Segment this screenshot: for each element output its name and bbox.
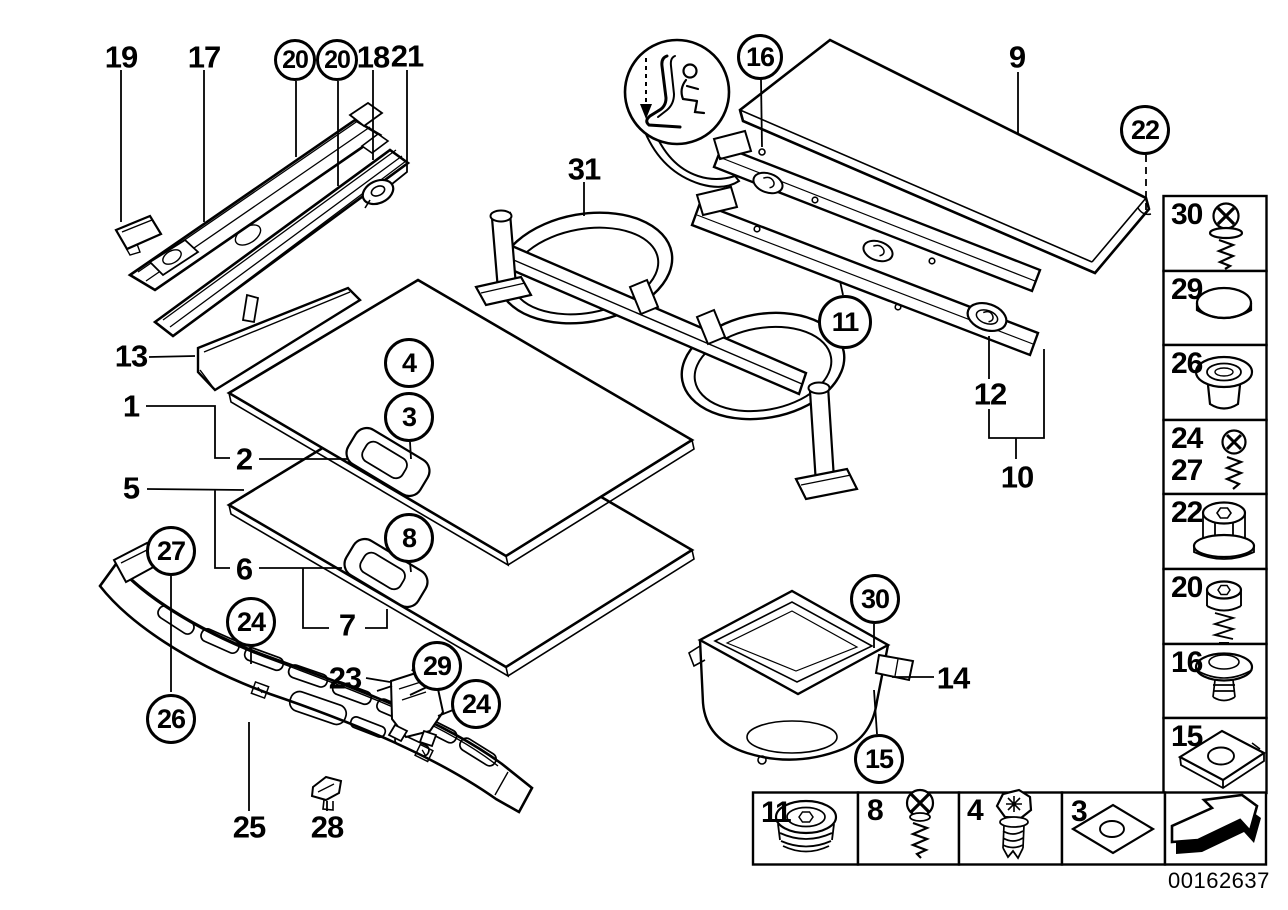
lashing-strap-assembly-31 (474, 209, 859, 501)
continuation-arrow-icon (1170, 793, 1261, 854)
sidebar-cell-24-27[interactable] (1162, 418, 1268, 496)
cap-21 (361, 178, 395, 209)
clip-28 (310, 775, 343, 811)
callout-9[interactable]: 9 (1008, 39, 1026, 75)
callout-circle-30[interactable]: 30 (850, 574, 900, 624)
callout-circle-24a-text: 24 (236, 606, 266, 637)
callout-6[interactable]: 6 (235, 551, 253, 587)
sealing-plug-icon (774, 799, 838, 853)
callout-14[interactable]: 14 (936, 660, 970, 696)
bottom-label-3: 3 (1071, 795, 1088, 828)
callout-19[interactable]: 19 (104, 39, 138, 75)
callout-7[interactable]: 7 (338, 607, 356, 643)
bottom-label-4: 4 (967, 794, 984, 827)
sidebar-label-30: 30 (1171, 198, 1203, 231)
callout-circle-27-text: 27 (156, 535, 186, 566)
callout-5[interactable]: 5 (122, 470, 140, 506)
mounting-rails-10 (690, 129, 1042, 357)
storage-tray-14 (688, 589, 915, 765)
callout-23[interactable]: 23 (328, 660, 362, 696)
callout-circle-11[interactable]: 11 (818, 295, 872, 349)
callout-circle-20b-text: 20 (324, 45, 351, 74)
end-cap-19 (114, 214, 163, 251)
pan-head-screw-icon (905, 788, 935, 859)
callout-circle-24b-text: 24 (461, 688, 491, 719)
callout-circle-29-text: 29 (422, 650, 452, 681)
sidebar-label-26: 26 (1171, 347, 1203, 380)
callout-31[interactable]: 31 (567, 151, 601, 187)
callout-circle-11-text: 11 (831, 306, 860, 337)
callout-18[interactable]: 18 (356, 39, 390, 75)
callout-circle-22[interactable]: 22 (1120, 105, 1170, 155)
bottom-label-8: 8 (867, 794, 884, 827)
child-seat-isofix-icon (623, 38, 741, 188)
bottom-label-11: 11 (761, 796, 792, 829)
sill-trim-25 (98, 541, 534, 814)
screw-with-washer-icon (1208, 202, 1244, 270)
socket-head-bolt-icon (1205, 580, 1243, 644)
callout-circle-3-text: 3 (401, 401, 417, 432)
callout-circle-20a[interactable]: 20 (274, 39, 316, 81)
callout-circle-20b[interactable]: 20 (316, 39, 358, 81)
collar-nut-icon (1192, 501, 1256, 560)
cover-cap-icon (1195, 286, 1253, 320)
callout-circle-27[interactable]: 27 (146, 526, 196, 576)
callout-21[interactable]: 21 (390, 38, 424, 74)
callout-28[interactable]: 28 (310, 809, 344, 845)
sidebar-label-15: 15 (1171, 720, 1203, 753)
callout-1[interactable]: 1 (122, 388, 140, 424)
sidebar-label-27: 27 (1171, 454, 1203, 487)
callout-2[interactable]: 2 (235, 441, 253, 477)
leader-lines (120, 70, 1147, 811)
callout-circle-20a-text: 20 (282, 45, 309, 74)
square-washer-icon (1070, 803, 1156, 855)
sidebar-label-24: 24 (1171, 422, 1203, 455)
sidebar-label-20: 20 (1171, 571, 1203, 604)
clip-12 (966, 301, 1008, 333)
sidebar-label-16: 16 (1171, 646, 1203, 679)
callout-circle-26-text: 26 (156, 703, 186, 734)
floor-panel-rear-1 (226, 278, 695, 567)
sidebar-label-29: 29 (1171, 273, 1203, 306)
callout-circle-4-text: 4 (401, 347, 417, 378)
expanding-grommet-icon (1194, 355, 1254, 410)
callout-circle-30-text: 30 (860, 583, 890, 614)
callout-circle-15-text: 15 (864, 743, 894, 774)
trim-strip-13 (196, 286, 362, 392)
callout-circle-4[interactable]: 4 (384, 338, 434, 388)
callout-12[interactable]: 12 (973, 376, 1007, 412)
callout-circle-26[interactable]: 26 (146, 694, 196, 744)
callout-circle-16[interactable]: 16 (737, 34, 783, 80)
speed-nut-icon (1177, 729, 1267, 790)
callout-13[interactable]: 13 (114, 338, 148, 374)
callout-25[interactable]: 25 (232, 809, 266, 845)
callout-circle-3[interactable]: 3 (384, 392, 434, 442)
callout-circle-8-text: 8 (401, 522, 417, 553)
callout-10[interactable]: 10 (1000, 459, 1034, 495)
callout-circle-16-text: 16 (745, 41, 775, 72)
callout-circle-15[interactable]: 15 (854, 734, 904, 784)
drawing-number: 00162637 (1168, 868, 1270, 893)
tapping-screw-icon (1221, 429, 1247, 490)
callout-circle-8[interactable]: 8 (384, 513, 434, 563)
push-rivet-icon (1194, 652, 1254, 702)
callout-circle-29[interactable]: 29 (412, 641, 462, 691)
callout-circle-24a[interactable]: 24 (226, 597, 276, 647)
handle-recess-2 (345, 426, 431, 498)
hex-bolt-icon (995, 788, 1033, 860)
callout-17[interactable]: 17 (187, 39, 221, 75)
callout-circle-24b[interactable]: 24 (451, 679, 501, 729)
sidebar-label-22: 22 (1171, 496, 1203, 529)
callout-circle-22-text: 22 (1130, 114, 1160, 145)
cargo-rail-group (114, 101, 411, 338)
